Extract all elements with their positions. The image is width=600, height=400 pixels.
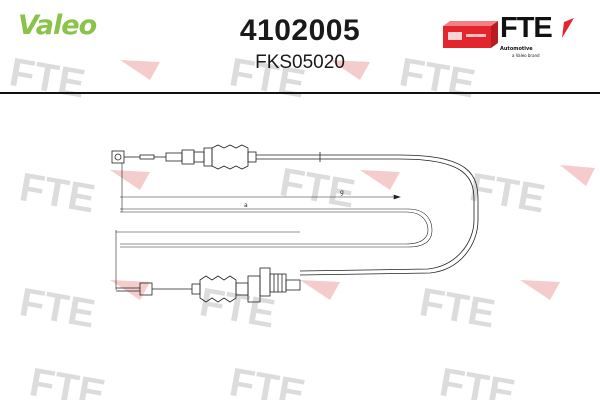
sheath-curve (299, 154, 479, 276)
inner-loop (120, 208, 433, 248)
watermark-flag (110, 170, 150, 190)
reference-number: FKS05020 (255, 52, 345, 73)
lower-adjuster (247, 267, 301, 303)
lower-end-fitting (116, 282, 201, 296)
watermark-flag (330, 60, 370, 80)
fte-box-icon (443, 18, 574, 48)
upper-end-fitting (111, 149, 205, 165)
watermark-flag (360, 170, 400, 190)
watermark-flag (560, 165, 595, 186)
dimension-label-a: a (244, 202, 248, 209)
header-divider (0, 92, 600, 94)
lower-boot (199, 275, 249, 303)
fte-tagline-sub: a Valeo brand (512, 53, 540, 58)
upper-sheath (256, 152, 400, 162)
watermark-flag (120, 60, 160, 80)
fte-tagline: Automotive (500, 46, 533, 52)
upper-boot (203, 144, 257, 170)
dimension-label-b: g (340, 189, 344, 196)
dimension-lines (115, 163, 401, 290)
watermark-flag (300, 280, 340, 300)
part-number: 4102005 (239, 14, 361, 47)
valeo-logo: Valeo (18, 10, 97, 41)
fte-logo: FTE (500, 12, 553, 44)
watermark-flag (520, 280, 560, 300)
